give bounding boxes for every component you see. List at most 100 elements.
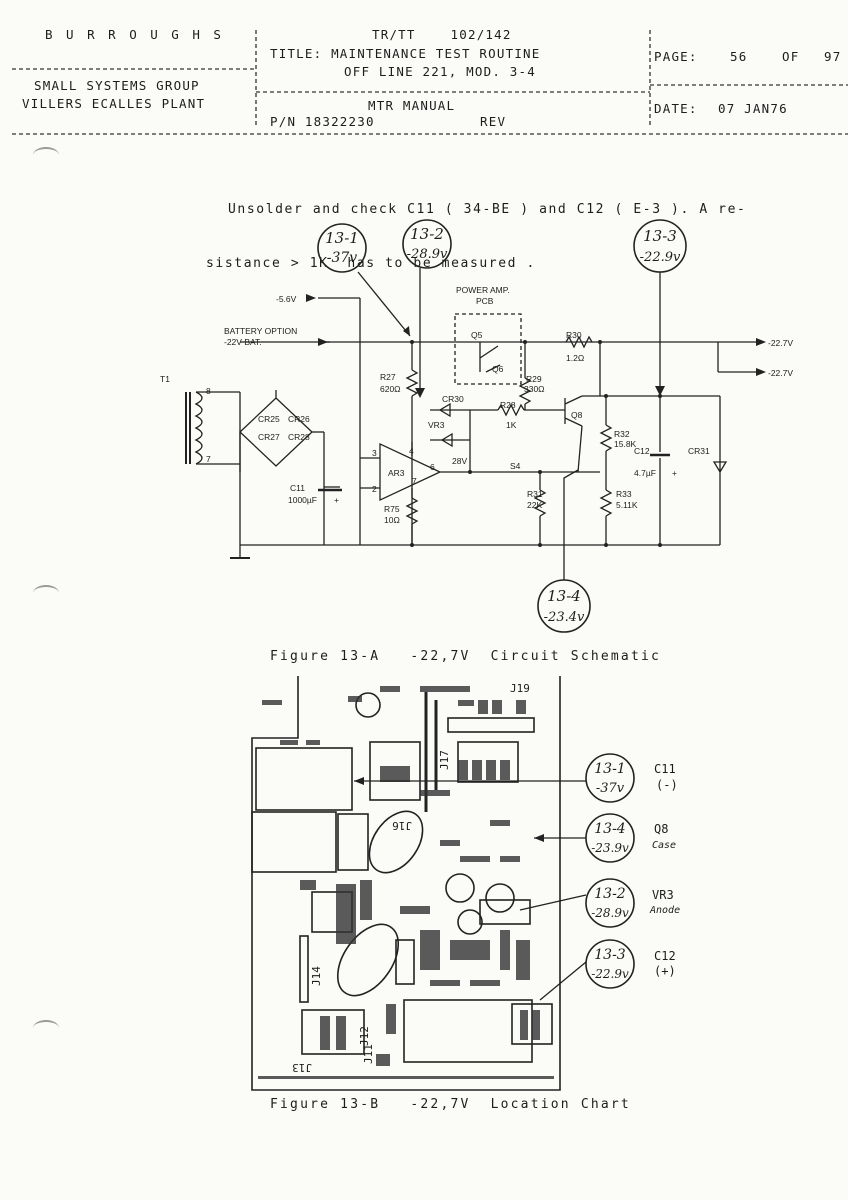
op-amp-ar3 xyxy=(379,442,442,502)
zener-vr3 xyxy=(440,432,453,448)
label-ar3-pin6: 6 xyxy=(430,462,435,472)
resistor-r75 xyxy=(405,497,419,525)
svg-text:-28.9v: -28.9v xyxy=(591,906,629,920)
resistor-r31 xyxy=(533,489,547,517)
resistor-r33 xyxy=(599,489,613,517)
page-label: PAGE: xyxy=(654,49,698,64)
page-total: 97 xyxy=(824,49,842,64)
label-ar3-pin7: 7 xyxy=(412,476,417,486)
part-number: P/N 18322230 xyxy=(270,114,375,129)
label-cr27: CR27 xyxy=(258,432,280,442)
label-28v: 28V xyxy=(452,456,467,466)
label-s4: S4 xyxy=(510,461,521,471)
location-label-c11-pol: (-) xyxy=(656,778,678,792)
label-t1: T1 xyxy=(160,374,170,384)
label-battery-22v: -22V BAT. xyxy=(224,337,262,347)
punch-hole-bottom xyxy=(33,1020,59,1036)
instruction-line-1: Unsolder and check C11 ( 34-BE ) and C12… xyxy=(228,202,747,217)
label-j14: J14 xyxy=(310,966,323,986)
transformer-winding xyxy=(194,391,203,465)
resistor-r32 xyxy=(599,424,613,452)
label-r31-value: 22K xyxy=(527,500,542,510)
board-outline xyxy=(251,676,561,1091)
label-r29: R29 xyxy=(526,374,542,384)
label-j17: J17 xyxy=(438,750,451,770)
doc-title: TITLE: MAINTENANCE TEST ROUTINE xyxy=(270,46,541,61)
label-output-1: -22.7V xyxy=(768,338,793,348)
diode-cr30 xyxy=(438,402,451,418)
label-vr3: VR3 xyxy=(428,420,445,430)
svg-text:-37v: -37v xyxy=(327,250,358,266)
company-name: B U R R O U G H S xyxy=(45,27,224,42)
resistor-r30 xyxy=(565,335,593,349)
location-callout-13-4: 13-4 -23.9v xyxy=(585,813,635,863)
label-r32-value: 15.8K xyxy=(614,439,637,449)
label-pin8: 8 xyxy=(206,386,211,396)
date-label: DATE: xyxy=(654,101,698,116)
label-ar3-pin4: 4 xyxy=(409,446,414,456)
label-r75: R75 xyxy=(384,504,400,514)
label-power-amp: POWER AMP. xyxy=(456,285,510,295)
punch-hole-top xyxy=(33,147,59,163)
label-r27-value: 620Ω xyxy=(380,384,401,394)
svg-text:-23.9v: -23.9v xyxy=(591,841,629,855)
label-cr26: CR26 xyxy=(288,414,310,424)
label-r28-value: 1K xyxy=(506,420,517,430)
label-pcb: PCB xyxy=(476,296,494,306)
label-j12: J12 xyxy=(358,1026,371,1046)
plant-name: VILLERS ECALLES PLANT xyxy=(22,96,206,111)
svg-text:-22.9v: -22.9v xyxy=(591,967,629,981)
resistor-r28 xyxy=(497,403,525,417)
svg-text:13-4: 13-4 xyxy=(547,587,581,605)
svg-text:13-1: 13-1 xyxy=(325,229,359,247)
label-r29-value: 330Ω xyxy=(524,384,545,394)
svg-text:13-1: 13-1 xyxy=(594,761,625,777)
label-j11: J11 xyxy=(362,1044,375,1064)
power-amp-pcb xyxy=(454,313,522,385)
location-label-vr3: VR3 xyxy=(652,888,674,902)
figure-b-caption: Figure 13-B -22,7V Location Chart xyxy=(270,1097,631,1112)
callout-13-2: 13-2 -28.9v xyxy=(402,219,452,269)
date-value: 07 JAN76 xyxy=(718,101,788,116)
group-name: SMALL SYSTEMS GROUP xyxy=(34,78,200,93)
svg-text:-28.9v: -28.9v xyxy=(407,247,448,262)
callout-13-4: 13-4 -23.4v xyxy=(537,579,591,633)
resistor-r27 xyxy=(405,369,419,397)
callout-13-3: 13-3 -22.9v xyxy=(633,219,687,273)
location-label-c11: C11 xyxy=(654,762,676,776)
label-cr28: CR28 xyxy=(288,432,310,442)
label-j16: J16 xyxy=(392,819,412,832)
label-r27: R27 xyxy=(380,372,396,382)
circuit-schematic: 13-1 -37v 13-2 -28.9v 13-3 -22.9v 13-4 -… xyxy=(160,219,793,633)
label-r30: R30 xyxy=(566,330,582,340)
svg-text:13-2: 13-2 xyxy=(594,886,626,902)
header-rules xyxy=(12,30,848,135)
board-components xyxy=(258,686,554,1079)
label-ar3: AR3 xyxy=(388,468,405,478)
location-callout-13-1: 13-1 -37v xyxy=(585,753,635,803)
instruction-text: Unsolder and check C11 ( 34-BE ) and C12… xyxy=(206,165,746,291)
label-q5: Q5 xyxy=(471,330,483,340)
label-r33-value: 5.11K xyxy=(616,500,638,510)
label-r28: R28 xyxy=(500,400,516,410)
label-c12-plus: + xyxy=(672,468,677,478)
label-c11-value: 1000µF xyxy=(288,495,317,505)
svg-text:-23.4v: -23.4v xyxy=(544,610,585,625)
label-5v6: -5.6V xyxy=(276,294,297,304)
svg-text:13-3: 13-3 xyxy=(643,227,677,245)
label-r33: R33 xyxy=(616,489,632,499)
location-label-q8: Q8 xyxy=(654,822,668,836)
page-number: 56 xyxy=(730,49,748,64)
location-label-q8-case: Case xyxy=(652,840,676,851)
location-label-vr3-anode: Anode xyxy=(649,905,680,916)
resistor-r29 xyxy=(518,377,532,405)
revision: REV xyxy=(480,114,507,129)
diode-cr31 xyxy=(712,461,728,474)
location-callout-13-2: 13-2 -28.9v xyxy=(585,878,635,928)
label-j13: J13 xyxy=(292,1061,312,1074)
svg-text:-22.9v: -22.9v xyxy=(640,250,681,265)
label-c12: C12 xyxy=(634,446,650,456)
label-output-2: -22.7V xyxy=(768,368,793,378)
label-c11-plus: + xyxy=(334,495,339,505)
